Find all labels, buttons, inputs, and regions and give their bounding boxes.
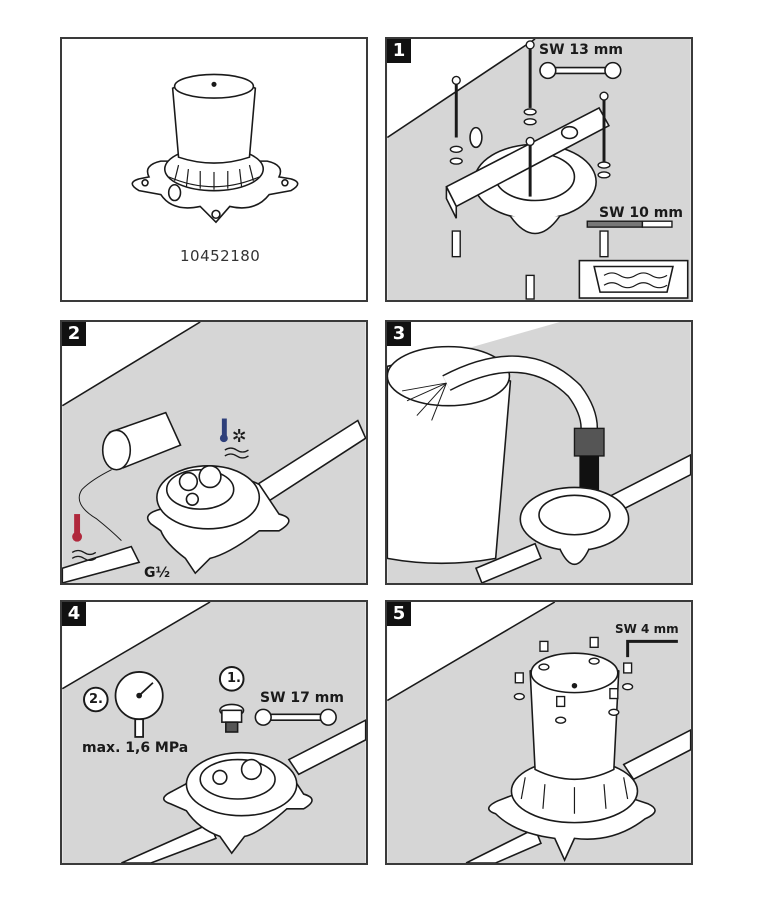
hose (402, 355, 599, 429)
drill-size-label: SW 10 mm (599, 205, 683, 221)
step-5-illustration (387, 602, 691, 863)
step-2-illustration: ✲ (62, 322, 366, 583)
wall-plugs (451, 230, 609, 300)
step-4-panel: 4 1. 2. SW 17 mm max. 1,6 MPa (60, 600, 368, 865)
step-3-illustration (387, 322, 691, 583)
mixer-base (162, 751, 313, 855)
bathtub-inset-icon (578, 259, 689, 299)
order-1-label: 1. (227, 671, 241, 686)
wrench-13-icon (539, 61, 622, 80)
cover-screws (513, 636, 634, 724)
pressure-gauge-icon (114, 671, 164, 738)
step-3-panel: 3 (385, 320, 693, 585)
cold-water-icon: ✲ (219, 418, 249, 459)
bolts (454, 46, 606, 197)
step-5-panel: 5 SW 4 mm (385, 600, 693, 865)
hex-key-icon (626, 639, 678, 658)
step-number-badge: 2 (62, 322, 86, 346)
step-1-panel: 1 SW 13 mm SW 10 mm (385, 37, 693, 302)
pipe (62, 419, 366, 583)
spirit-level (445, 106, 611, 219)
sealing-tape-icon (78, 411, 182, 541)
wrench-size-label: SW 13 mm (539, 42, 623, 58)
step-number-badge: 5 (387, 602, 411, 626)
product-overview-panel: 10452180 (60, 37, 368, 302)
order-marker-1 (218, 666, 245, 692)
wrench-17-icon (254, 708, 337, 726)
hot-water-icon (71, 514, 97, 561)
plug-screw-icon (219, 703, 245, 733)
step-1-illustration (387, 39, 691, 300)
step-number-badge: 1 (387, 39, 411, 63)
step-2-panel: ✲ 2 G½ (60, 320, 368, 585)
part-number: 10452180 (180, 247, 261, 265)
order-marker-2 (83, 686, 109, 713)
hex-key-size-label: SW 4 mm (615, 622, 679, 636)
mixer-body-illustration (131, 73, 299, 224)
step-4-illustration (62, 602, 366, 863)
drill-bit-icon (586, 220, 673, 228)
pipe (465, 728, 691, 863)
pipe (121, 719, 366, 863)
svg-text:✲: ✲ (232, 427, 247, 447)
step-number-badge: 3 (387, 322, 411, 346)
step-number-badge: 4 (62, 602, 86, 626)
order-2-label: 2. (89, 692, 103, 707)
thread-size-label: G½ (144, 565, 170, 581)
hose-nut (573, 427, 605, 457)
mixer-base (146, 465, 290, 575)
max-pressure-label: max. 1,6 MPa (82, 740, 189, 756)
wrench-size-label: SW 17 mm (260, 690, 344, 706)
mixer-base (519, 486, 630, 566)
